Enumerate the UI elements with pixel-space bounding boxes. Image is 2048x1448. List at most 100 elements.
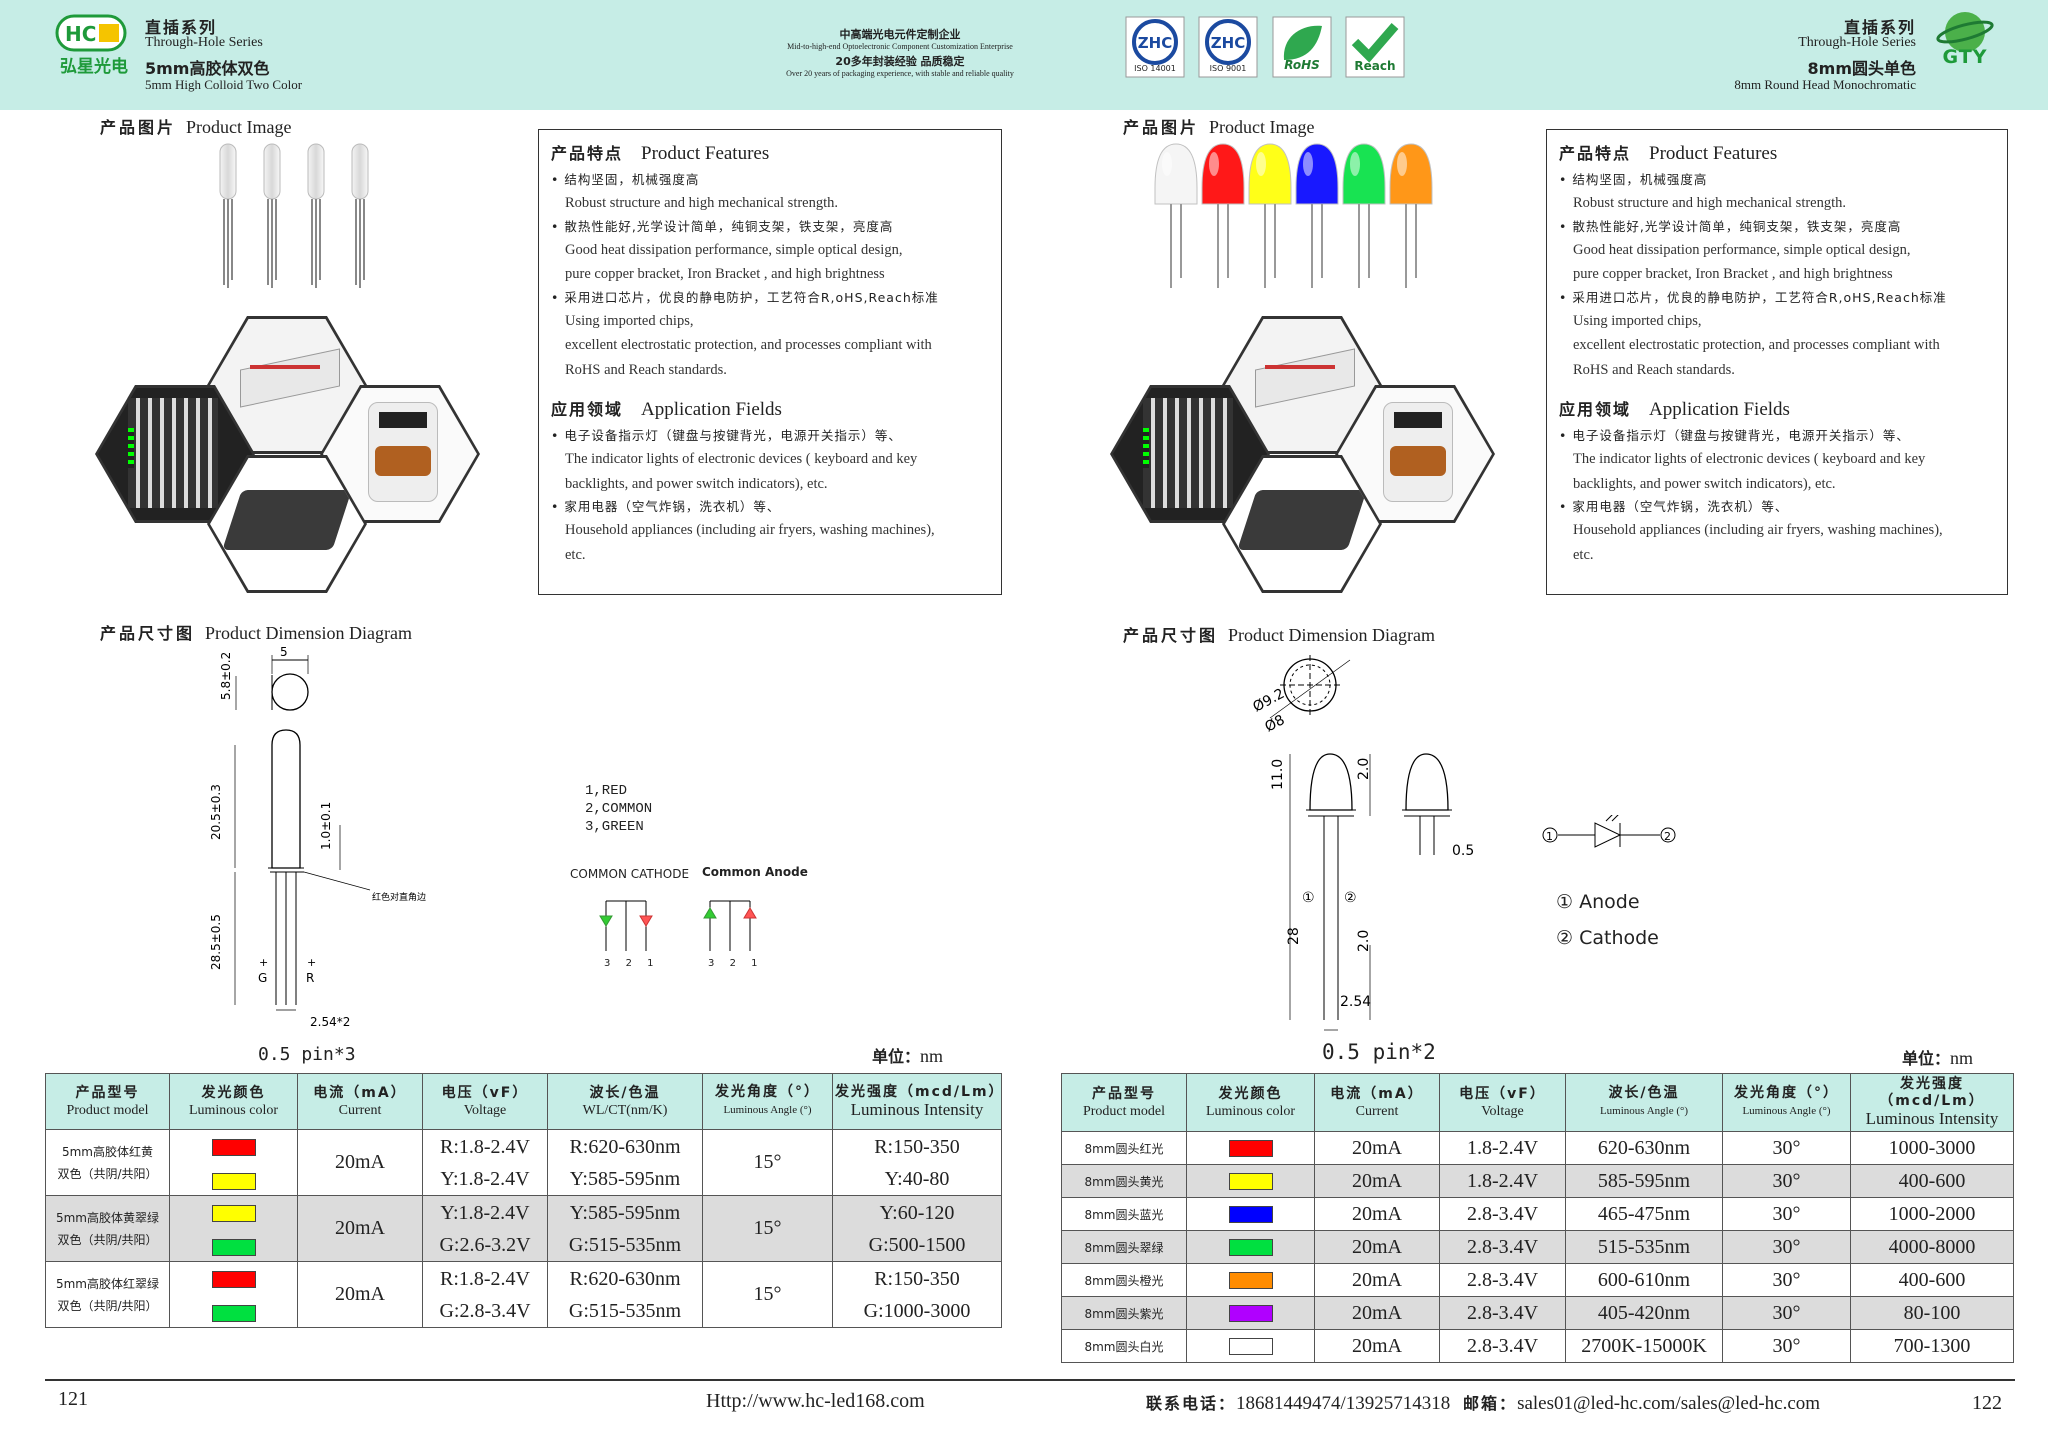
- pin2-mark: ②: [1344, 890, 1357, 906]
- app-en-2b: etc.: [1573, 546, 1594, 563]
- feature-en-2b: pure copper bracket, Iron Bracket , and …: [565, 266, 885, 282]
- led-bulb: [1389, 143, 1433, 288]
- contact-info: 联系电话：18681449474/13925714318 邮箱：sales01@…: [1146, 1393, 1821, 1414]
- iso9001-label: ISO 9001: [1209, 64, 1247, 73]
- reach-label: Reach: [1354, 59, 1396, 73]
- right-page-number: 122: [1972, 1392, 2002, 1414]
- svg-text:2: 2: [1664, 830, 1671, 843]
- dim-lead: 0.5: [1452, 843, 1474, 859]
- email-link[interactable]: sales01@led-hc.com/sales@led-hc.com: [1517, 1393, 1821, 1414]
- feature-en-2a: Good heat dissipation performance, simpl…: [1573, 241, 1911, 258]
- dim-t2: 2.0: [1356, 930, 1372, 952]
- feature-cn-3: 采用进口芯片，优良的静电防护，工艺符合R,oHS,Reach标准: [551, 287, 989, 309]
- dim-r: R: [306, 971, 314, 985]
- app-en-2a: Household appliances (including air frye…: [1573, 522, 1943, 538]
- svg-text:1: 1: [1546, 830, 1553, 843]
- color-swatch: [211, 1238, 256, 1256]
- feature-en-1a: Robust structure and high mechanical str…: [1573, 195, 1847, 211]
- phone-link[interactable]: 18681449474/13925714318: [1236, 1393, 1451, 1414]
- left-application-collage: [95, 312, 480, 602]
- left-series-en: Through-Hole Series: [145, 35, 263, 50]
- color-swatch: [1228, 1206, 1273, 1224]
- pin-1: 1,RED: [585, 783, 628, 799]
- logo-text: HC: [65, 22, 96, 46]
- feature-cn-2: 散热性能好,光学设计简单，纯铜支架，铁支架，亮度高: [551, 216, 989, 238]
- page-header: [0, 0, 2048, 110]
- dim-len: 28: [1286, 927, 1302, 945]
- website-link[interactable]: Http://www.hc-led168.com: [706, 1390, 925, 1412]
- gty-label: GTY: [1942, 46, 1988, 68]
- feature-en-2b: pure copper bracket, Iron Bracket , and …: [1573, 266, 1893, 282]
- feature-en-3c: RoHS and Reach standards.: [1573, 361, 1735, 378]
- feature-cn-3: 采用进口芯片，优良的静电防护，工艺符合R,oHS,Reach标准: [1559, 287, 1995, 309]
- dim-lead: 1.0±0.1: [319, 802, 333, 850]
- app-en-2a: Household appliances (including air frye…: [565, 522, 935, 538]
- dim-w: 5: [280, 645, 288, 659]
- svg-text:+: +: [259, 956, 268, 969]
- reach-badge: Reach: [1345, 16, 1405, 82]
- feature-en-3b: excellent electrostatic protection, and …: [1573, 337, 1940, 353]
- app-cn-1: 电子设备指示灯（键盘与按键背光，电源开关指示）等、: [551, 425, 989, 447]
- dim-d1: Ø9.2: [1250, 686, 1287, 716]
- color-swatch: [211, 1139, 256, 1157]
- feature-en-3a: Using imported chips,: [565, 312, 694, 329]
- feature-en-1a: Robust structure and high mechanical str…: [565, 195, 839, 211]
- dim-d2: Ø8: [1262, 712, 1287, 735]
- feature-en-3a: Using imported chips,: [1573, 312, 1702, 329]
- legend-cathode: ② Cathode: [1556, 927, 1659, 949]
- dim-pin: 28.5±0.5: [209, 914, 223, 970]
- tagline: 中高端光电元件定制企业 Mid-to-high-end Optoelectron…: [700, 26, 1100, 78]
- ca-schematic: [700, 896, 760, 970]
- feature-cn-2: 散热性能好,光学设计简单，纯铜支架，铁支架，亮度高: [1559, 216, 1995, 238]
- color-swatch: [211, 1172, 256, 1190]
- right-led-photo: [1145, 138, 1445, 302]
- right-dimension-drawing: Ø9.2 Ø8 11.0 2.0 0.5 28 2.0 ① ② 2.54: [1240, 640, 1490, 1064]
- left-pin-list: 1,RED 2,COMMON 3,GREEN: [585, 782, 652, 836]
- led-bulb: [1342, 143, 1386, 288]
- left-image-title-en: Product Image: [186, 117, 292, 137]
- led-bulb: [1201, 143, 1245, 288]
- left-dimension-drawing: 5 5.8±0.2 20.5±0.3 1.0±0.1 28.5±0.5 红色对直…: [200, 640, 430, 1064]
- diode-symbol: 1 2: [1540, 812, 1690, 869]
- dim-g: G: [258, 971, 267, 985]
- left-product-en: 5mm High Colloid Two Color: [145, 77, 303, 92]
- color-swatch: [211, 1205, 256, 1223]
- color-swatch: [1228, 1173, 1273, 1191]
- color-swatch: [1228, 1272, 1273, 1290]
- pin-2: 2,COMMON: [585, 801, 653, 817]
- rohs-badge: RoHS: [1272, 16, 1332, 82]
- right-pin-note: 0.5 pin*2: [1322, 1040, 1436, 1064]
- color-swatch: [1228, 1338, 1273, 1356]
- app-cn-2: 家用电器（空气炸锅，洗衣机）等、: [551, 496, 989, 518]
- color-swatch: [211, 1271, 256, 1289]
- right-product-cn: 8mm圆头单色: [1807, 59, 1916, 78]
- dim-pitch: 2.54*2: [310, 1015, 350, 1029]
- left-led-photo: [208, 140, 378, 294]
- iso14001-badge: ZHC ISO 14001: [1125, 16, 1185, 82]
- feature-en-2a: Good heat dissipation performance, simpl…: [565, 241, 903, 258]
- led-bulb: [1154, 143, 1198, 288]
- app-cn-2: 家用电器（空气炸锅，洗衣机）等、: [1559, 496, 1995, 518]
- dim-h1: 5.8±0.2: [219, 652, 233, 700]
- right-series-en: Through-Hole Series: [1798, 35, 1916, 50]
- app-en-2b: etc.: [565, 546, 586, 563]
- left-page-number: 121: [58, 1388, 88, 1410]
- left-series-cn: 直插系列: [145, 18, 218, 37]
- right-unit: 单位：nm: [1902, 1048, 1974, 1068]
